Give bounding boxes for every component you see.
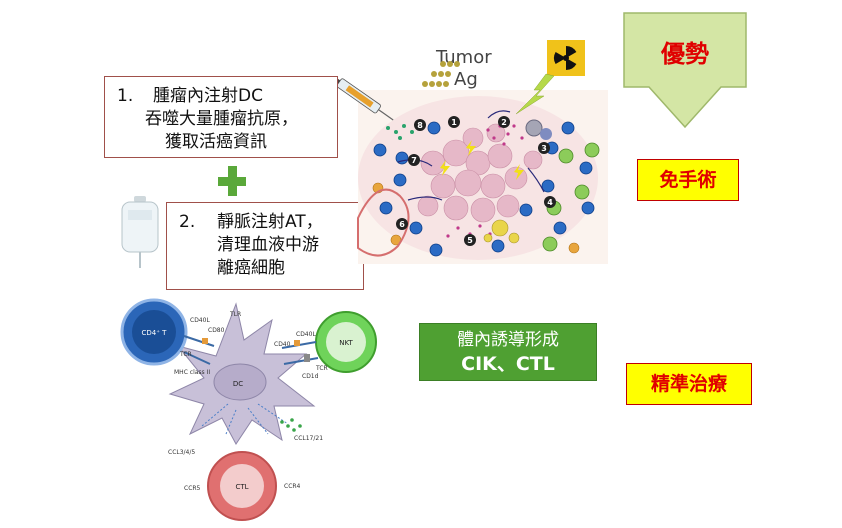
step-1-number: 1.	[117, 86, 134, 106]
tumor-ag-line-2: Ag	[454, 69, 478, 90]
ccl345-label: CCL3/4/5	[168, 449, 195, 456]
step-1-line-1: 腫瘤內注射DC	[153, 86, 263, 106]
tcr-right-label: TCR	[315, 365, 328, 372]
step-1-box: 1. 腫瘤內注射DC 吞噬大量腫瘤抗原， 獲取活癌資訊	[104, 76, 338, 158]
ccl1721-label: CCL17/21	[294, 435, 323, 442]
cd80-label: CD80	[208, 327, 225, 334]
cd40-label: CD40	[274, 341, 291, 348]
step-1-line-3: 獲取活癌資訊	[165, 132, 267, 152]
tumor-illustration: 8 1 2 3 4 5 6 7	[324, 68, 608, 264]
ccr4-label: CCR4	[284, 483, 301, 490]
radiation-icon	[547, 40, 585, 76]
antigen-dots	[420, 56, 470, 92]
marker-2: 2	[501, 118, 507, 127]
step-2-number: 2.	[179, 212, 196, 232]
cd40l-left-label: CD40L	[190, 317, 210, 324]
marker-8: 8	[417, 121, 423, 130]
mhc-label: MHC class II	[174, 369, 210, 376]
step-2-line-2: 清理血液中游	[217, 235, 319, 255]
marker-7: 7	[411, 156, 417, 165]
marker-1: 1	[451, 118, 457, 127]
marker-6: 6	[399, 220, 405, 229]
dc-label: DC	[233, 380, 243, 388]
advantage-title: 優勢	[661, 40, 709, 68]
step-1-line-2: 吞噬大量腫瘤抗原，	[145, 109, 298, 129]
marker-5: 5	[467, 236, 473, 245]
cd1d-label: CD1d	[302, 373, 319, 380]
step-2-line-1: 靜脈注射AT，	[217, 212, 323, 232]
advantage-arrow	[623, 12, 775, 130]
induction-line-1: 體內誘導形成	[457, 330, 559, 350]
cd4-label: CD4⁺ T	[142, 329, 168, 337]
no-surgery-tag: 免手術	[637, 159, 739, 201]
ctl-label: CTL	[235, 483, 248, 491]
tcr-left-label: TCR	[179, 351, 192, 358]
marker-4: 4	[547, 198, 553, 207]
precision-treatment-tag: 精準治療	[626, 363, 752, 405]
marker-3: 3	[541, 144, 547, 153]
nkt-label: NKT	[339, 339, 353, 347]
step-2-line-3: 離癌細胞	[217, 258, 285, 278]
plus-icon	[218, 166, 246, 196]
induction-line-2: CIK、CTL	[461, 353, 555, 375]
cd40l-right-label: CD40L	[296, 331, 316, 338]
step-2-box: 2. 靜脈注射AT， 清理血液中游 離癌細胞	[166, 202, 364, 290]
ccr5-label: CCR5	[184, 485, 201, 492]
immune-interaction-diagram: DC CD4⁺ T NKT CTL CD40L CD80 TLR TCR MHC…	[118, 294, 380, 524]
tlr-label: TLR	[229, 311, 241, 318]
iv-bag-icon	[118, 196, 162, 268]
induction-box: 體內誘導形成 CIK、CTL	[419, 323, 597, 381]
